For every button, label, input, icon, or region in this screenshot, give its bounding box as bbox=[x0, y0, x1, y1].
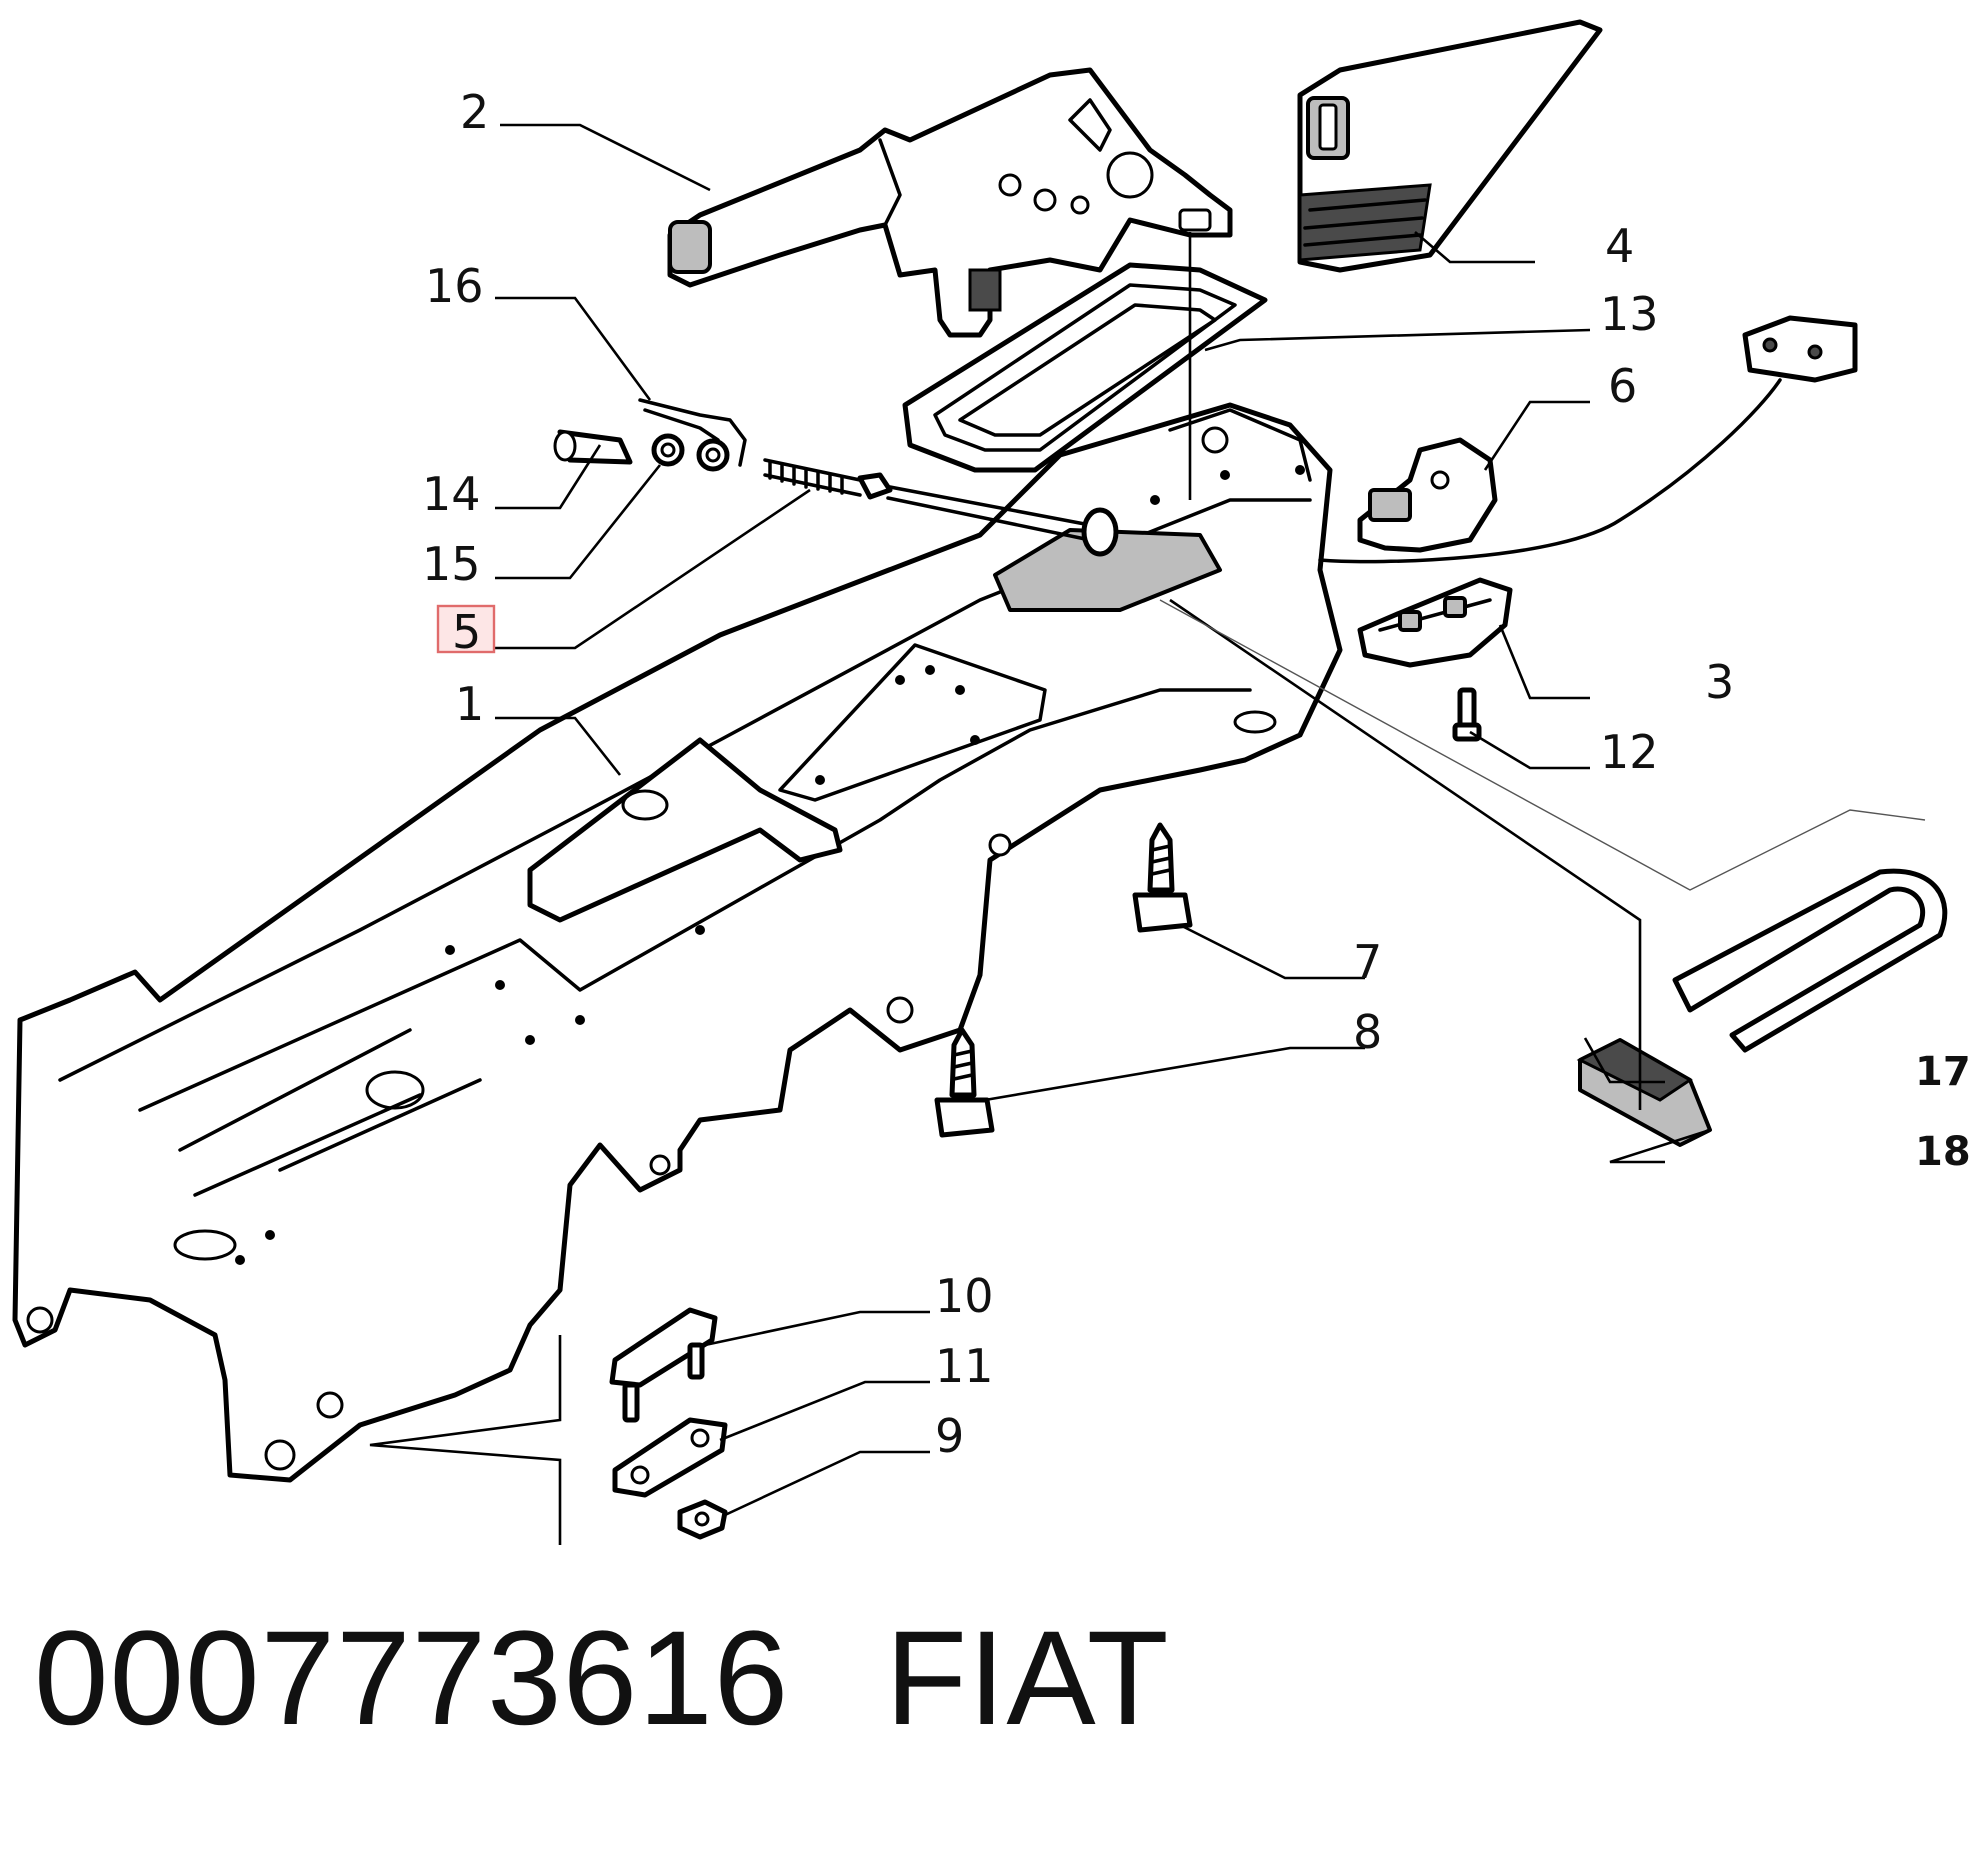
callout-1[interactable]: 1 bbox=[455, 677, 484, 731]
nut-9-part bbox=[677, 1499, 728, 1540]
callout-labels: 2 16 14 15 5 1 4 13 6 3 12 7 8 10 11 9 1… bbox=[422, 85, 1971, 1463]
callout-17[interactable]: 17 bbox=[1915, 1049, 1971, 1095]
callout-11[interactable]: 11 bbox=[935, 1339, 994, 1393]
callout-3[interactable]: 3 bbox=[1705, 655, 1734, 709]
callout-12[interactable]: 12 bbox=[1600, 725, 1659, 779]
leader-lines bbox=[369, 123, 1926, 1545]
callout-2[interactable]: 2 bbox=[460, 85, 489, 139]
clip-part bbox=[1357, 577, 1513, 668]
small-fasteners-group bbox=[553, 398, 747, 472]
cable-rod-part bbox=[763, 458, 1119, 557]
screw-7-part bbox=[1132, 822, 1193, 933]
pad-18-part bbox=[1576, 1038, 1712, 1147]
callout-5[interactable]: 5 bbox=[452, 605, 481, 659]
callout-6[interactable]: 6 bbox=[1608, 359, 1637, 413]
callout-5-highlight bbox=[436, 604, 496, 654]
callout-14[interactable]: 14 bbox=[422, 467, 481, 521]
callout-9[interactable]: 9 bbox=[935, 1409, 964, 1463]
part-number-footer: 0007773616 FIAT bbox=[34, 1602, 1170, 1755]
callout-16[interactable]: 16 bbox=[425, 259, 484, 313]
brand-name: FIAT bbox=[885, 1604, 1170, 1753]
callout-8[interactable]: 8 bbox=[1353, 1005, 1382, 1059]
callout-15[interactable]: 15 bbox=[422, 537, 481, 591]
part-number: 0007773616 bbox=[34, 1604, 790, 1753]
callout-4[interactable]: 4 bbox=[1605, 219, 1634, 273]
bolt-12-part bbox=[1452, 687, 1482, 742]
stud-plate-10-part bbox=[609, 1307, 718, 1423]
callout-18[interactable]: 18 bbox=[1915, 1129, 1971, 1175]
callout-13[interactable]: 13 bbox=[1600, 287, 1659, 341]
screw-8-part bbox=[934, 1027, 995, 1138]
gasket-17-part bbox=[1672, 868, 1948, 1053]
plate-11-part bbox=[612, 1417, 728, 1498]
callout-7[interactable]: 7 bbox=[1353, 935, 1382, 989]
lever-boot-part bbox=[1297, 19, 1603, 273]
parking-brake-lever-part bbox=[667, 67, 1233, 338]
seal-part bbox=[902, 262, 1268, 473]
callout-10[interactable]: 10 bbox=[935, 1269, 994, 1323]
tunnel-bracket-part bbox=[12, 402, 1343, 1483]
switch-part bbox=[1318, 315, 1858, 564]
